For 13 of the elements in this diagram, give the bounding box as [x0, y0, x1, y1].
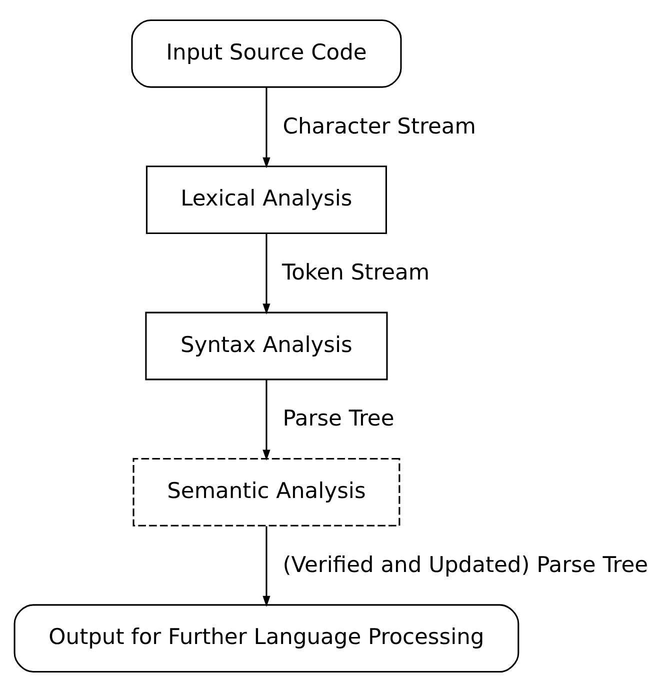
arrow	[262, 88, 270, 168]
node-box: Semantic Analysis	[132, 458, 400, 526]
arrow	[262, 234, 270, 314]
edge-label: (Verified and Updated) Parse Tree	[282, 552, 648, 578]
edge-label: Token Stream	[282, 260, 430, 286]
edge-label: Character Stream	[282, 114, 476, 140]
node-box: Syntax Analysis	[145, 312, 388, 380]
node-box: Input Source Code	[131, 19, 402, 88]
node-box: Lexical Analysis	[146, 166, 387, 234]
node-box: Output for Further Language Processing	[14, 604, 520, 673]
arrow	[262, 526, 270, 607]
arrow	[262, 380, 270, 461]
edge-label: Parse Tree	[282, 406, 394, 432]
